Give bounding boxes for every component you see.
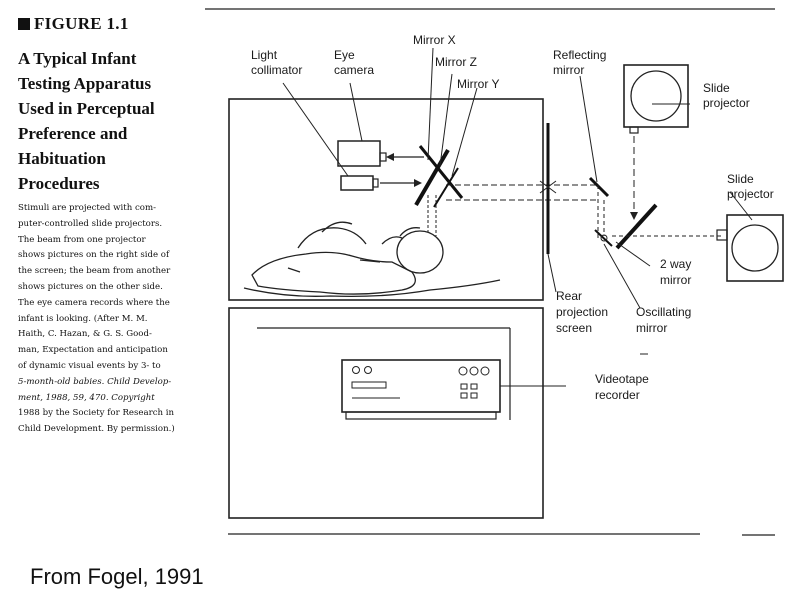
label-light-collimator: collimator (251, 63, 302, 77)
title-line: Testing Apparatus (18, 74, 152, 93)
title-line: A Typical Infant (18, 49, 137, 68)
videotape-recorder (341, 359, 566, 420)
mirror-y-shape (433, 167, 459, 208)
figure-title: A Typical Infant Testing Apparatus Used … (18, 46, 218, 196)
slide-projector-right (716, 214, 784, 282)
caption-line: of dynamic visual events by 3- to (18, 360, 161, 371)
label-oscillating-mirror: mirror (636, 321, 667, 335)
label-slide-projector-top: Slide (703, 81, 730, 95)
source-note: From Fogel, 1991 (30, 564, 204, 589)
mirror-z-shape (418, 145, 464, 199)
figure-caption-body: Stimuli are projected with com- puter-co… (18, 201, 218, 438)
caption-line: the screen; the beam from another (18, 266, 171, 277)
figure-label-square (18, 18, 30, 30)
infant-figure (243, 221, 501, 298)
figure-label: FIGURE 1.1 (18, 14, 129, 34)
beam-arrowhead (386, 153, 394, 161)
screen-x-mark (539, 180, 557, 194)
label-videotape-recorder: recorder (595, 388, 640, 402)
label-mirror-y: Mirror Y (457, 77, 499, 91)
light-collimator (340, 175, 379, 191)
label-oscillating-mirror: Oscillating (636, 305, 691, 319)
figure-label-text: FIGURE 1.1 (34, 14, 129, 33)
reflecting-mirror-shape (588, 176, 610, 198)
caption-line: ment, 1988, 59, 470. Copyright (18, 392, 155, 403)
label-reflecting-mirror: Reflecting (553, 48, 606, 62)
label-two-way-mirror: 2 way (660, 257, 691, 271)
label-light-collimator: Light (251, 48, 278, 62)
caption-line: Stimuli are projected with com- (18, 203, 157, 213)
label-rear-projection-screen: screen (556, 321, 592, 335)
beam-arrowhead (414, 179, 422, 187)
title-line: Preference and (18, 124, 128, 143)
oscillating-mirror-shape (594, 229, 613, 247)
label-videotape-recorder: Videotape (595, 372, 649, 386)
title-line: Procedures (18, 174, 100, 193)
mirror-x-shape (414, 148, 450, 207)
title-line: Habituation (18, 149, 106, 168)
title-line: Used in Perceptual (18, 99, 155, 118)
label-reflecting-mirror: mirror (553, 63, 584, 77)
apparatus-diagram: Light collimator Eye camera Mirror X Mir… (205, 8, 784, 536)
caption-line: 1988 by the Society for Research in (18, 408, 175, 419)
beam-arrowhead (630, 212, 638, 220)
cabinet-box (228, 307, 544, 519)
label-mirror-z: Mirror Z (435, 55, 477, 69)
figure-panel: FIGURE 1.1 A Typical Infant Testing Appa… (18, 8, 784, 536)
label-eye-camera: Eye (334, 48, 355, 62)
label-rear-projection-screen: Rear (556, 289, 582, 303)
caption-line: puter-controlled slide projectors. (18, 218, 163, 229)
label-two-way-mirror: mirror (660, 273, 691, 287)
label-slide-projector-right: Slide (727, 172, 754, 186)
label-mirror-x: Mirror X (413, 33, 456, 47)
caption-line: The beam from one projector (18, 234, 146, 245)
caption-line: infant is looking. (After M. M. (18, 313, 148, 324)
caption-line: Child Development. By permission.) (18, 424, 175, 435)
eye-camera (337, 140, 387, 167)
caption-line: man, Expectation and anticipation (18, 345, 168, 356)
caption-line: The eye camera records where the (18, 297, 170, 308)
slide-projector-top (623, 64, 689, 134)
caption-line: Haith, C. Hazan, & G. S. Good- (18, 329, 152, 340)
leader-lines (282, 47, 753, 309)
label-slide-projector-right: projector (727, 187, 774, 201)
caption-line: shows pictures on the right side of (18, 250, 170, 261)
two-way-mirror-shape (615, 203, 658, 250)
label-slide-projector-top: projector (703, 96, 750, 110)
caption-line: shows pictures on the other side. (18, 281, 163, 292)
chamber-box (228, 98, 544, 301)
label-rear-projection-screen: projection (556, 305, 608, 319)
label-eye-camera: camera (334, 63, 374, 77)
caption-line: 5-month-old babies. Child Develop- (18, 376, 172, 387)
